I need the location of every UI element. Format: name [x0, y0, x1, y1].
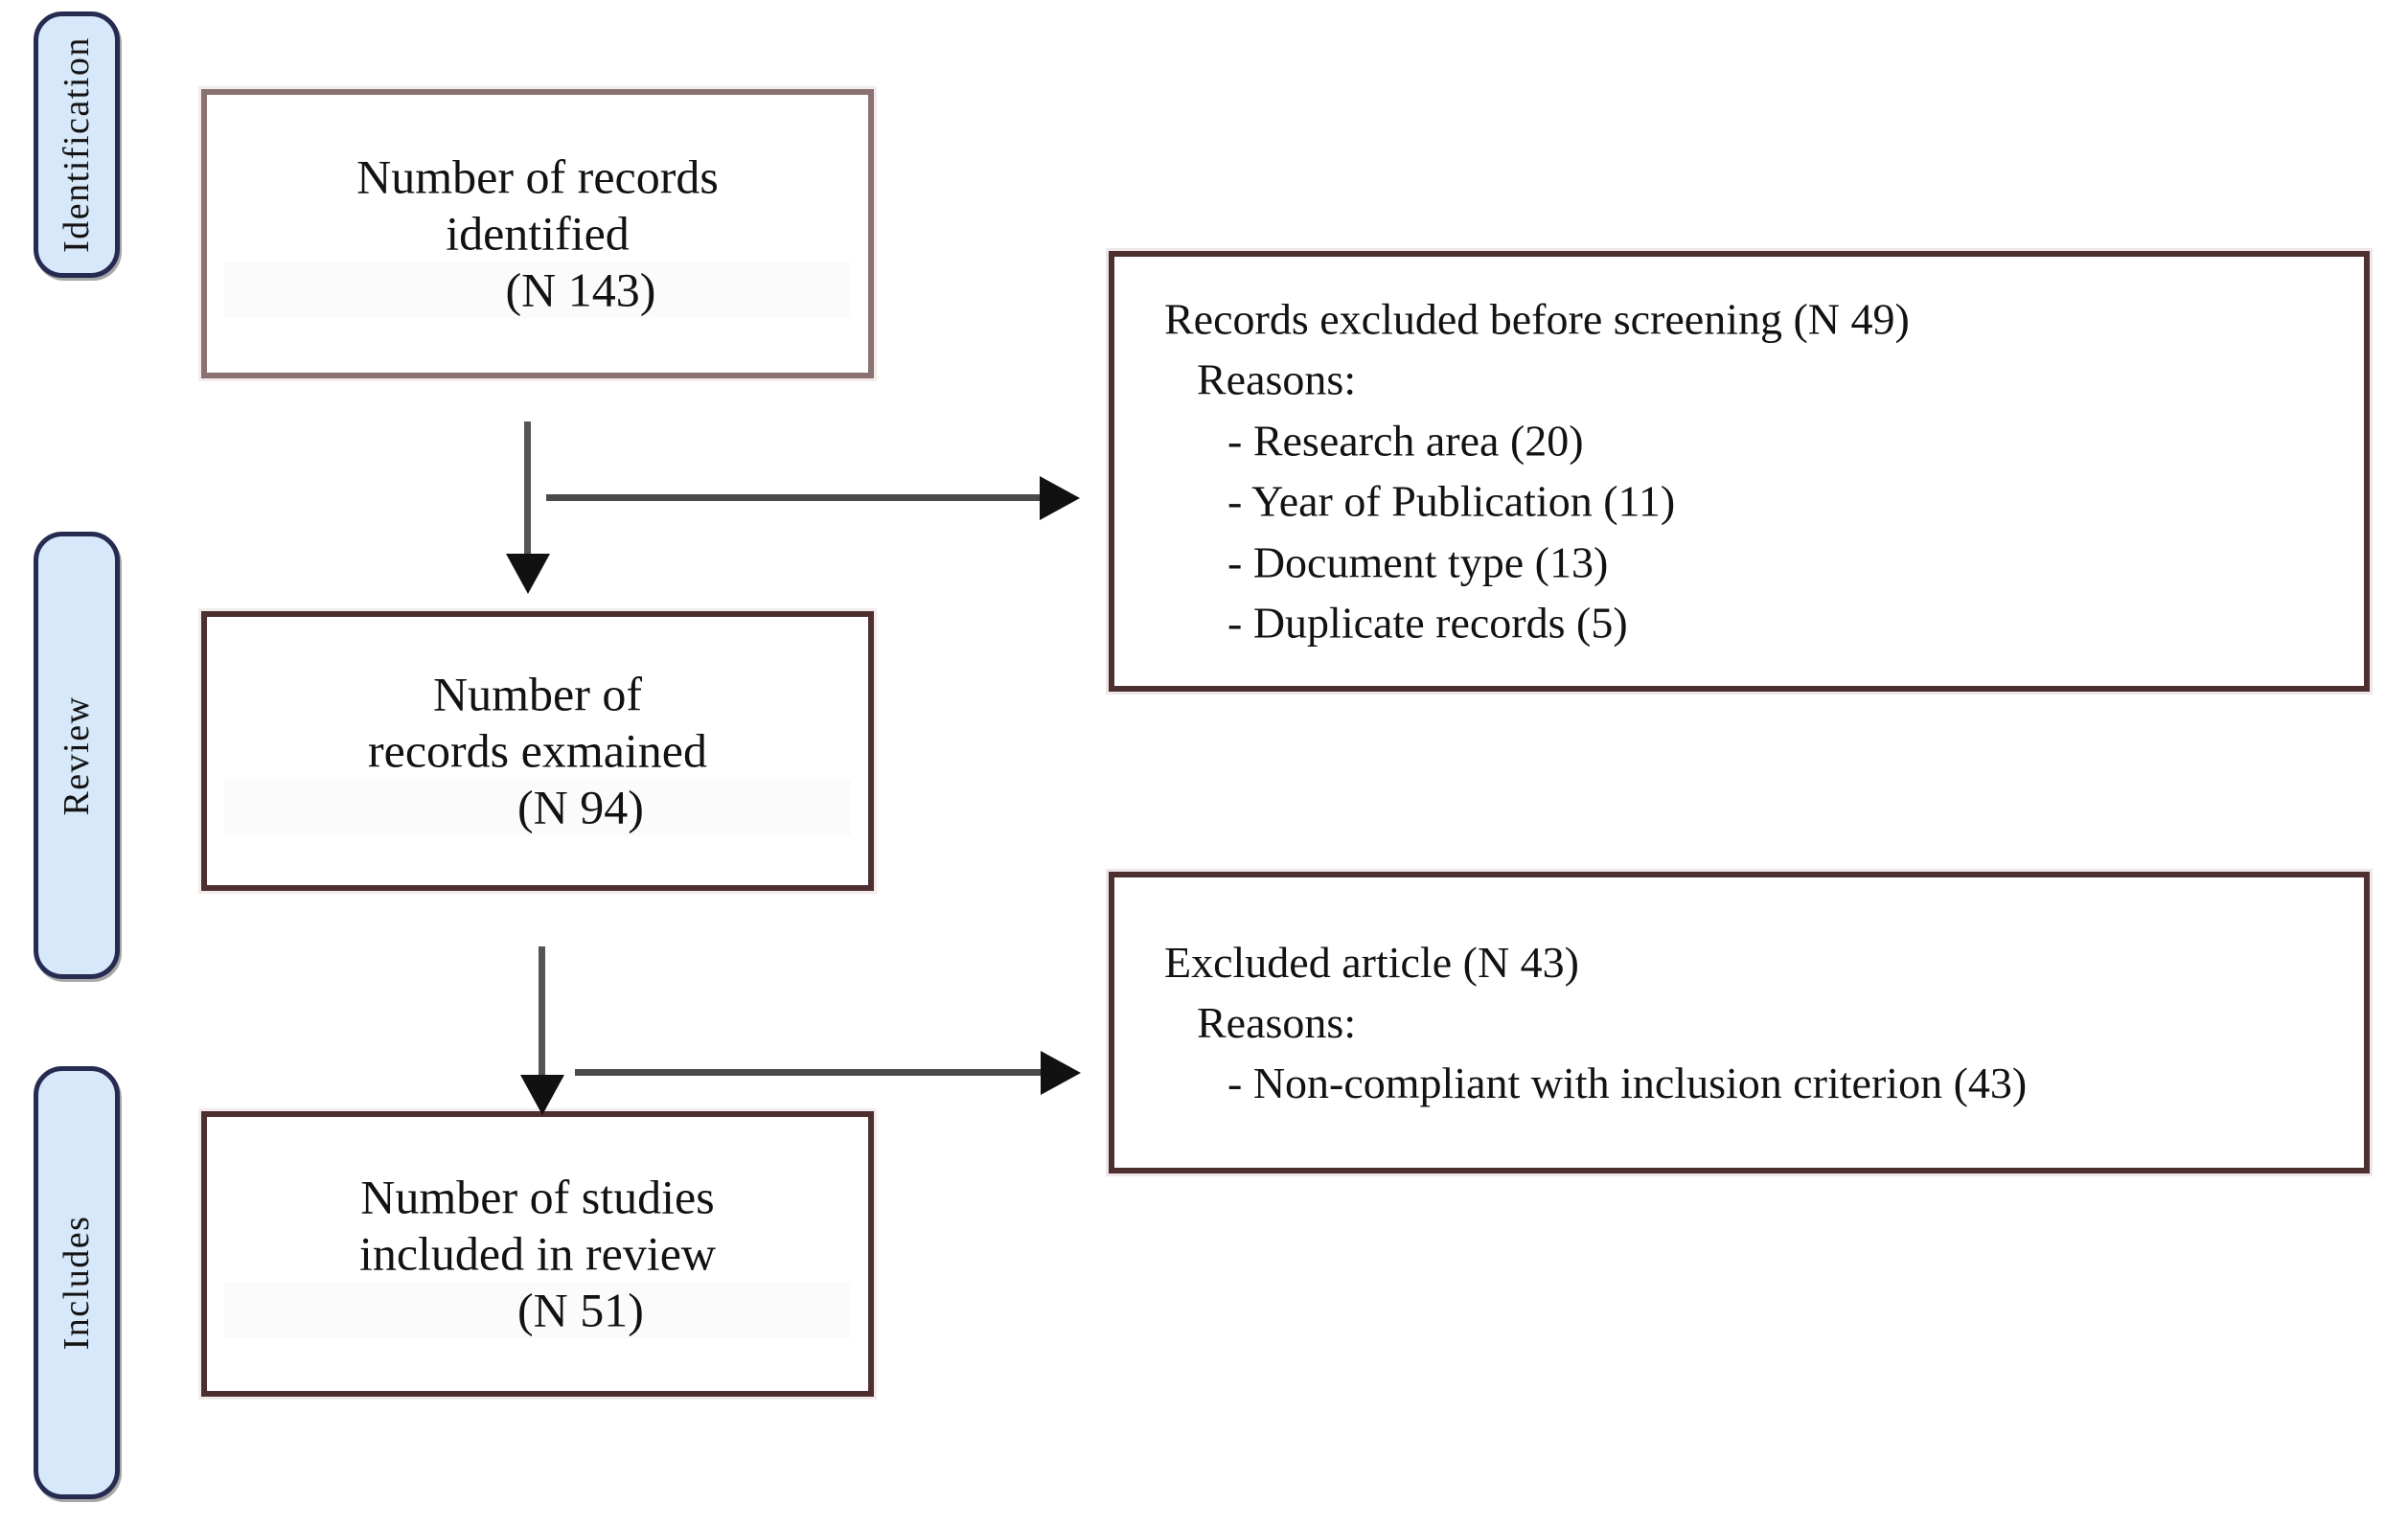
stage-pill-includes: Includes: [34, 1066, 120, 1499]
flow-box-records-examined: Number of records exmained (N 94): [201, 611, 874, 891]
exclusion-heading: Records excluded before screening (N 49): [1164, 294, 1910, 344]
connector-line-identified-to-excluded: [546, 494, 1045, 501]
exclusion-box-excluded-article-text: Excluded article (N 43) Reasons: - Non-c…: [1114, 931, 2364, 1113]
stage-pill-includes-label: Includes: [57, 1215, 97, 1351]
flow-box-records-identified-text: Number of records identified (N 143): [207, 149, 868, 319]
exclusion-reason-item: - Year of Publication (11): [1227, 477, 1676, 526]
flow-box-line-2: records exmained: [367, 723, 707, 778]
flow-box-records-examined-text: Number of records exmained (N 94): [207, 667, 868, 836]
stage-pill-identification-label: Identification: [57, 36, 97, 253]
exclusion-box-excluded-article: Excluded article (N 43) Reasons: - Non-c…: [1109, 872, 2370, 1173]
exclusion-box-before-screening: Records excluded before screening (N 49)…: [1109, 251, 2370, 692]
arrow-down-examined-to-included: [520, 1075, 564, 1115]
flow-box-count: (N 51): [224, 1282, 851, 1339]
arrow-right-examined-to-excluded-article: [1041, 1051, 1081, 1095]
flow-box-line-2: identified: [446, 206, 630, 261]
exclusion-reason-item: - Document type (13): [1227, 537, 1609, 587]
flow-box-line-2: included in review: [358, 1226, 717, 1281]
exclusion-box-before-screening-text: Records excluded before screening (N 49)…: [1114, 289, 2364, 654]
flow-box-count: (N 143): [224, 262, 851, 319]
stage-pill-review-label: Review: [57, 695, 97, 816]
exclusion-reason-item: - Non-compliant with inclusion criterion…: [1227, 1059, 2028, 1108]
flow-box-records-identified: Number of records identified (N 143): [201, 89, 874, 378]
flow-box-line-1: Number of: [433, 667, 642, 721]
flow-box-line-1: Number of studies: [360, 1170, 715, 1224]
exclusion-reason-item: - Duplicate records (5): [1227, 598, 1628, 648]
arrow-right-identified-to-excluded: [1040, 476, 1080, 520]
exclusion-reasons-label: Reasons:: [1197, 997, 1357, 1047]
flow-box-studies-included-text: Number of studies included in review (N …: [207, 1170, 868, 1339]
connector-line-examined-to-excluded-article: [575, 1069, 1046, 1076]
connector-line-identified-to-examined: [524, 421, 531, 565]
stage-pill-identification: Identification: [34, 11, 120, 278]
exclusion-heading: Excluded article (N 43): [1164, 937, 1579, 987]
stage-pill-review: Review: [34, 532, 120, 979]
exclusion-reason-item: - Research area (20): [1227, 416, 1584, 466]
flow-box-studies-included: Number of studies included in review (N …: [201, 1111, 874, 1397]
arrow-down-identified-to-examined: [506, 554, 550, 594]
flow-box-line-1: Number of records: [356, 149, 719, 204]
exclusion-reasons-label: Reasons:: [1197, 355, 1357, 405]
connector-line-examined-to-included: [539, 946, 545, 1086]
flow-box-count: (N 94): [224, 779, 851, 836]
